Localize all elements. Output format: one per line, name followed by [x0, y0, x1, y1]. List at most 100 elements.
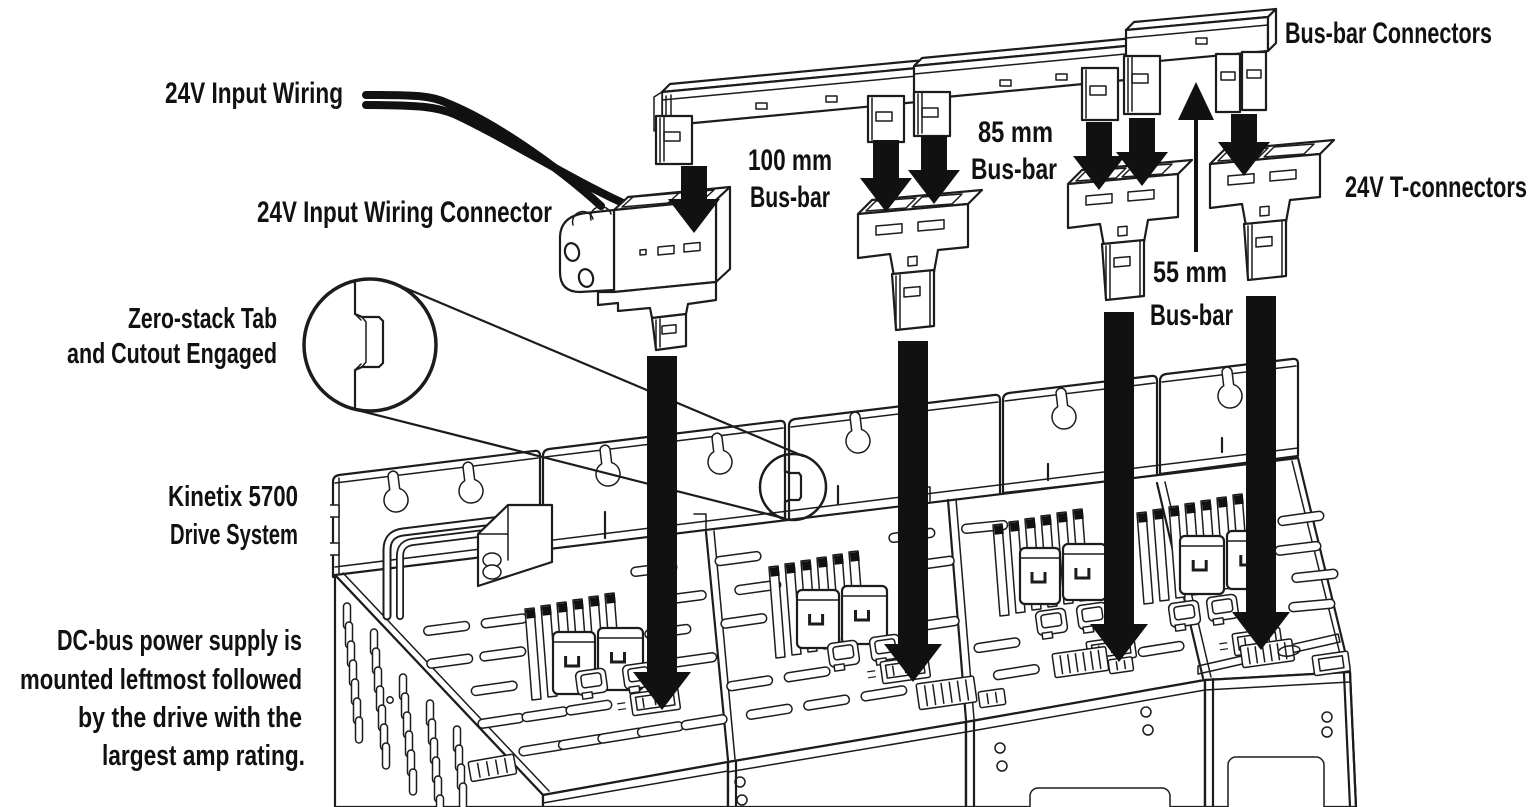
front-boundary	[1203, 677, 1215, 807]
callout-labels: 24V Input Wiring 24V Input Wiring Connec…	[20, 17, 1527, 772]
rail-groove	[913, 52, 1137, 75]
side-vent-slots	[342, 602, 468, 807]
dip-switch-tooth	[494, 759, 499, 775]
dip-switch-tooth	[1097, 649, 1102, 670]
module-boundary-inner	[713, 530, 736, 760]
plate-lip-line	[334, 457, 539, 484]
t-connector-plug-lamination	[895, 270, 931, 330]
front-rim-line	[1204, 681, 1351, 691]
side-vent-slot	[458, 782, 468, 807]
dip-switch-block	[915, 675, 978, 711]
deck-vent-slot	[470, 680, 518, 697]
capacitor-box	[1061, 542, 1108, 602]
front-panel	[1029, 787, 1171, 807]
label-dcbus-line4: largest amp rating.	[102, 740, 305, 772]
heatsink-fin-cap	[1137, 512, 1148, 523]
mounting-keyhole	[707, 432, 733, 475]
label-kinetix-line1: Kinetix 5700	[168, 481, 298, 513]
dip-switch-block	[977, 687, 1007, 709]
label-zero-stack-line1: Zero-stack Tab	[128, 303, 277, 335]
heatsink-fin-cap	[1073, 509, 1084, 520]
side-vent-slot	[354, 716, 364, 744]
deck-left-edge-inner	[342, 572, 550, 792]
dip-switch-tooth	[986, 693, 990, 705]
connector-notch	[639, 248, 647, 256]
front-hole	[994, 742, 1006, 754]
mounting-keyhole	[1217, 366, 1243, 409]
heatsink-fin-cap	[1233, 494, 1244, 505]
t-connector-slot	[917, 219, 945, 232]
detail-leader-line	[389, 280, 805, 458]
wire-clamp-inner	[1173, 604, 1196, 621]
arrow-busbar-to-t2-left	[1073, 122, 1125, 190]
plate-edge-notch	[330, 542, 340, 556]
wire-clamp-foot	[833, 663, 846, 672]
connector-plug-slot	[661, 324, 677, 335]
clamp-hole	[563, 242, 581, 262]
label-55mm-line2: Bus-bar	[1150, 299, 1233, 332]
deck-vent-slot	[726, 675, 774, 692]
dip-switch-body	[915, 675, 978, 711]
heatsink-fin-cap	[993, 524, 1004, 535]
t-connector-1	[856, 188, 984, 332]
micro-label-marks	[617, 702, 627, 711]
t-connector-plug	[890, 268, 936, 332]
shield-bracket	[476, 503, 554, 588]
rail-hole	[755, 102, 768, 110]
capacitor-box-body	[1178, 534, 1226, 596]
deck-vent-slot	[565, 699, 613, 716]
bus-bar-100mm	[653, 57, 938, 166]
heatsink-fin	[524, 607, 542, 701]
capacitor-box	[1018, 546, 1062, 606]
capacitor-box	[795, 588, 841, 650]
deck-vent-slot	[860, 685, 908, 702]
heatsink-fin-cap	[833, 554, 844, 565]
rail-hole	[999, 79, 1012, 87]
bus-bar-connector	[912, 90, 952, 138]
dip-switch-tooth	[1261, 645, 1266, 663]
wire-clamp	[574, 667, 609, 700]
side-vent-slot	[435, 794, 445, 807]
wire-clamp	[1075, 601, 1110, 634]
connector-slot	[683, 241, 701, 253]
heatsink-fin-cap	[849, 551, 860, 562]
dip-switch-block	[467, 753, 518, 783]
deck-vent-slot	[422, 620, 471, 637]
plate-edge-notch	[330, 504, 340, 518]
input-wiring-24v	[362, 91, 627, 210]
dip-switch-tooth	[964, 679, 970, 701]
micro-label-marks	[867, 670, 877, 679]
bus-bar-55mm	[1122, 7, 1278, 116]
dip-switch-tooth	[1247, 647, 1251, 665]
arrow-t2-to-drive-3	[1090, 312, 1148, 662]
insertion-arrows	[633, 82, 1290, 710]
wire-clamp-inner	[1040, 612, 1063, 629]
dip-switch-tooth	[485, 761, 490, 777]
dip-switch-tooth	[1123, 659, 1127, 670]
engaged-tab-profile	[783, 454, 803, 520]
label-zero-stack-line2: and Cutout Engaged	[67, 338, 277, 370]
rail-groove	[661, 74, 929, 101]
capacitor-box-body	[1018, 546, 1062, 606]
heatsink-fin	[768, 565, 786, 659]
dip-switch-tooth	[476, 762, 481, 778]
zero-stack-detail	[302, 277, 828, 522]
front-hole	[1140, 706, 1152, 718]
bus-bar-connector	[654, 114, 694, 166]
heatsink-fin-cap	[1057, 512, 1068, 523]
front-hole	[736, 794, 748, 806]
wire-clamp-foot	[1082, 625, 1095, 634]
side-vent-slot	[408, 768, 418, 796]
dip-switch-tooth	[923, 685, 929, 707]
heatsink-fin-cap	[525, 608, 536, 619]
deck-vent-slot	[1291, 568, 1339, 584]
heatsink-fin-cap	[1025, 518, 1036, 529]
heatsink-fin	[992, 523, 1010, 617]
front-hole	[1321, 711, 1333, 723]
heatsink-fin-cap	[1217, 497, 1228, 508]
u-clip	[610, 652, 626, 664]
dip-switch-tooth	[1089, 650, 1094, 671]
module-front-faces	[541, 670, 1358, 807]
wire-clamp-foot	[628, 685, 641, 694]
